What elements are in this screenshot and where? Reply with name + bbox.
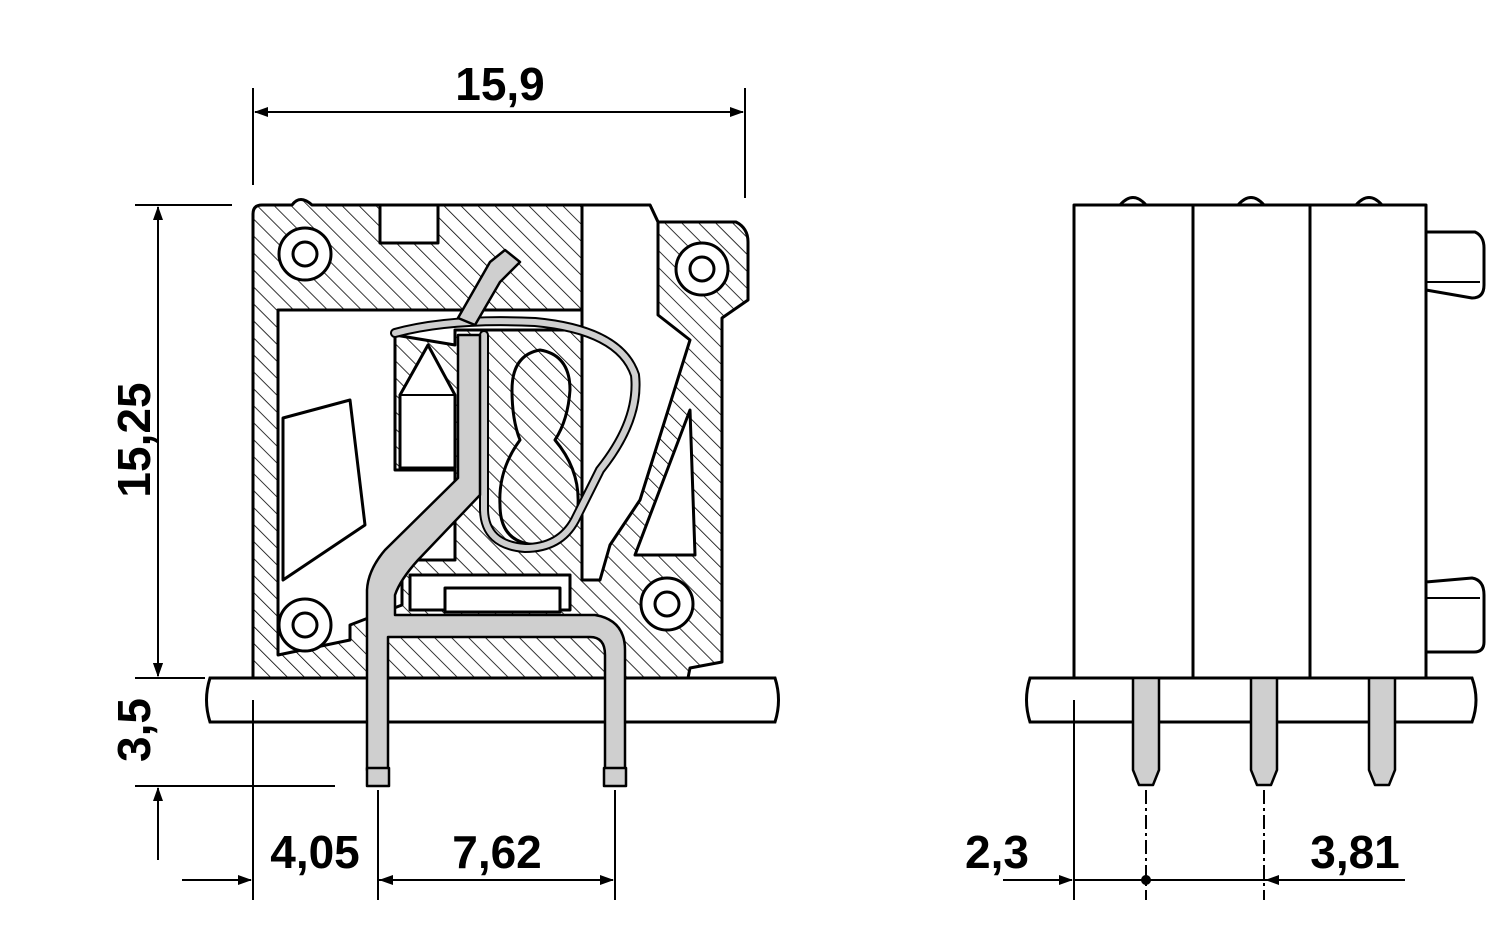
front-lower-slot (443, 586, 562, 614)
side-view (1025, 196, 1486, 787)
side-bump-2 (1236, 196, 1266, 207)
dim-front-pitch: 7,62 (452, 826, 542, 878)
dimension-lines (135, 88, 1405, 900)
side-housing (1072, 203, 1428, 680)
dim-front-offset: 4,05 (270, 826, 360, 878)
side-pin-1 (1131, 676, 1161, 787)
side-latch-top (1424, 230, 1486, 300)
front-view (205, 198, 780, 788)
front-pin-left (365, 766, 391, 788)
dim-pin-length: 3,5 (108, 698, 160, 762)
dim-side-offset: 2,3 (965, 826, 1029, 878)
front-left-wedge (281, 398, 367, 582)
side-pins (1131, 676, 1397, 787)
side-bump-3 (1354, 196, 1384, 207)
front-top-notch (378, 203, 440, 245)
side-pin-3 (1367, 676, 1397, 787)
front-wire-entry (398, 343, 457, 470)
front-spring-lever (456, 248, 522, 327)
side-centre-dot (1141, 875, 1151, 885)
side-pin-2 (1249, 676, 1279, 787)
dim-total-height: 15,25 (108, 382, 160, 497)
front-inner-cavity (276, 308, 584, 657)
dim-total-width: 15,9 (455, 58, 545, 110)
front-pcb-board (205, 676, 780, 724)
dim-side-pitch: 3,81 (1310, 826, 1400, 878)
side-bump-1 (1118, 196, 1148, 207)
side-latch-bottom (1424, 576, 1486, 654)
front-pin-right (602, 766, 628, 788)
front-mounting-holes (277, 226, 730, 653)
front-right-slot (633, 408, 697, 557)
